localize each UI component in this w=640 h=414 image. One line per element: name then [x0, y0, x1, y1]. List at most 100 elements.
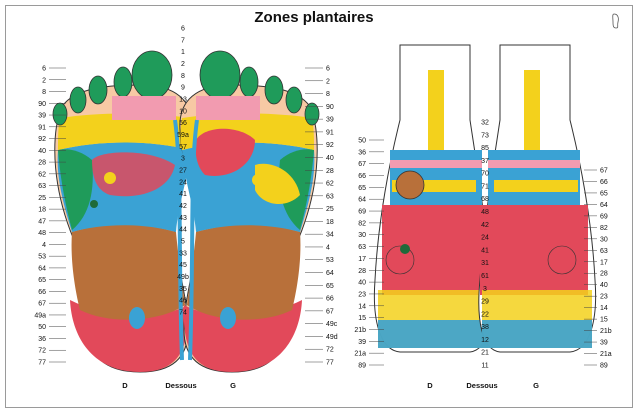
sole-center-zone-label: 33 — [179, 250, 187, 257]
sole-footer-d: D — [122, 381, 128, 390]
ankle-left-zone-label: 17 — [358, 256, 366, 263]
ankle-d-green-dot — [400, 244, 410, 254]
sole-right-zone-label: 72 — [326, 347, 334, 354]
ankle-center-zone-label: 71 — [481, 183, 489, 190]
ankle-d-pink-band — [390, 160, 482, 168]
ankle-right-zone-label: 66 — [600, 179, 608, 186]
sole-center-zone-label: 10 — [179, 108, 187, 115]
sole-d-toe-4 — [69, 86, 87, 114]
sole-left-zone-label: 91 — [38, 124, 46, 131]
ankle-footer-dessous: Dessous — [466, 381, 497, 390]
ankle-left-zone-label: 28 — [358, 268, 366, 275]
ankle-footer-g: G — [533, 381, 539, 390]
ankle-right-zone-label: 30 — [600, 236, 608, 243]
ankle-left-zone-label: 40 — [358, 280, 366, 287]
page-title: Zones plantaires — [254, 9, 374, 26]
sole-right-zone-label: 39 — [326, 117, 334, 124]
sole-right-zone-label: 49d — [326, 334, 338, 341]
sole-right-zone-label: 63 — [326, 193, 334, 200]
sole-center-zone-label: 24 — [179, 179, 187, 186]
ankle-center-zone-label: 85 — [481, 145, 489, 152]
sole-right-zone-label: 67 — [326, 308, 334, 315]
sole-g-star — [252, 174, 264, 186]
sole-left-zone-label: 2 — [42, 77, 46, 84]
sole-center-zone-label: 49b — [177, 274, 189, 281]
sole-left-zone-label: 39 — [38, 113, 46, 120]
ankle-right-zone-label: 21b — [600, 328, 612, 335]
sole-left-zone-label: 62 — [38, 171, 46, 178]
sole-d-big-toe — [131, 50, 173, 100]
ankle-left-zone-label: 89 — [358, 363, 366, 370]
page-frame — [5, 5, 633, 408]
ankle-center-zone-label: 3 — [483, 286, 487, 293]
ankle-g-yellow-band — [494, 180, 578, 192]
sole-view — [52, 50, 320, 373]
ankle-right-zone-label: 40 — [600, 282, 608, 289]
ankle-center-zone-label: 70 — [481, 171, 489, 178]
ankle-right-zone-label: 14 — [600, 305, 608, 312]
sole-center-zone-label: 9 — [181, 85, 185, 92]
sole-right-zone-label: 53 — [326, 257, 334, 264]
sole-right-zone-label: 28 — [326, 168, 334, 175]
sole-g-big-toe — [199, 50, 241, 100]
sole-d-yellow-band — [58, 113, 192, 150]
ankle-left-zone-label: 66 — [358, 173, 366, 180]
sole-center-zone-label: 46 — [179, 298, 187, 305]
ankle-center-zone-label: 61 — [481, 273, 489, 280]
ankle-foot-g — [478, 44, 597, 353]
ankle-center-zone-label: 48 — [481, 209, 489, 216]
sole-foot-g — [179, 50, 320, 373]
ankle-right-zone-label: 69 — [600, 213, 608, 220]
sole-g-toe-5 — [304, 102, 320, 126]
ankle-left-zone-label: 50 — [358, 138, 366, 145]
sole-d-star — [104, 172, 116, 184]
ankle-left-zone-label: 21a — [354, 351, 366, 358]
sole-g-toe-2 — [239, 66, 259, 98]
sole-center-zone-label: 42 — [179, 203, 187, 210]
sole-center-zone-label: 13 — [179, 97, 187, 104]
ankle-left-zone-label: 30 — [358, 232, 366, 239]
ankle-left-zone-label: 69 — [358, 209, 366, 216]
ankle-center-zone-label: 37 — [481, 158, 489, 165]
sole-left-zone-label: 28 — [38, 160, 46, 167]
sole-center-zone-label: 45 — [179, 262, 187, 269]
sole-g-spleen — [255, 163, 300, 205]
sole-d-toe-5 — [52, 102, 68, 126]
ankle-center-zone-label: 12 — [481, 337, 489, 344]
ankle-left-zone-label: 64 — [358, 197, 366, 204]
sole-left-zone-label: 18 — [38, 207, 46, 214]
ankle-g-pink-band — [488, 160, 580, 168]
ankle-left-zone-label: 15 — [358, 315, 366, 322]
sole-left-zone-label: 47 — [38, 218, 46, 225]
ankle-center-zone-label: 11 — [481, 363, 488, 370]
sole-g-heart — [195, 128, 255, 176]
ankle-center-zone-label: 32 — [481, 120, 489, 127]
sole-right-zone-label: 25 — [326, 206, 334, 213]
sole-center-zone-label: 1 — [181, 49, 185, 56]
ankle-left-zone-label: 67 — [358, 161, 366, 168]
sole-left-zone-label: 25 — [38, 195, 46, 202]
corner-foot-icon — [611, 13, 621, 29]
sole-right-zone-label: 92 — [326, 142, 334, 149]
sole-right-zone-label: 2 — [326, 78, 330, 85]
ankle-left-zone-label: 63 — [358, 244, 366, 251]
ankle-right-zone-label: 65 — [600, 190, 608, 197]
zone-number-labels: 6289039919240286263251847484536465666749… — [34, 26, 611, 370]
sole-right-zone-label: 90 — [326, 104, 334, 111]
sole-center-zone-label: 59a — [177, 132, 189, 139]
sole-right-zone-label: 62 — [326, 181, 334, 188]
sole-right-zone-label: 8 — [326, 91, 330, 98]
sole-left-zone-label: 50 — [38, 324, 46, 331]
sole-d-bladder — [129, 307, 145, 329]
sole-right-zone-label: 66 — [326, 296, 334, 303]
sole-left-zone-label: 77 — [38, 360, 46, 367]
ankle-footer-d: D — [427, 381, 433, 390]
ankle-center-zone-label: 38 — [481, 324, 489, 331]
ankle-d-toe-tips — [378, 320, 488, 348]
ankle-right-zone-label: 21a — [600, 351, 612, 358]
ankle-right-zone-label: 67 — [600, 168, 608, 175]
sole-right-zone-label: 91 — [326, 129, 334, 136]
ankle-d-yellow-shin — [428, 70, 444, 150]
sole-d-green-band — [58, 149, 93, 230]
